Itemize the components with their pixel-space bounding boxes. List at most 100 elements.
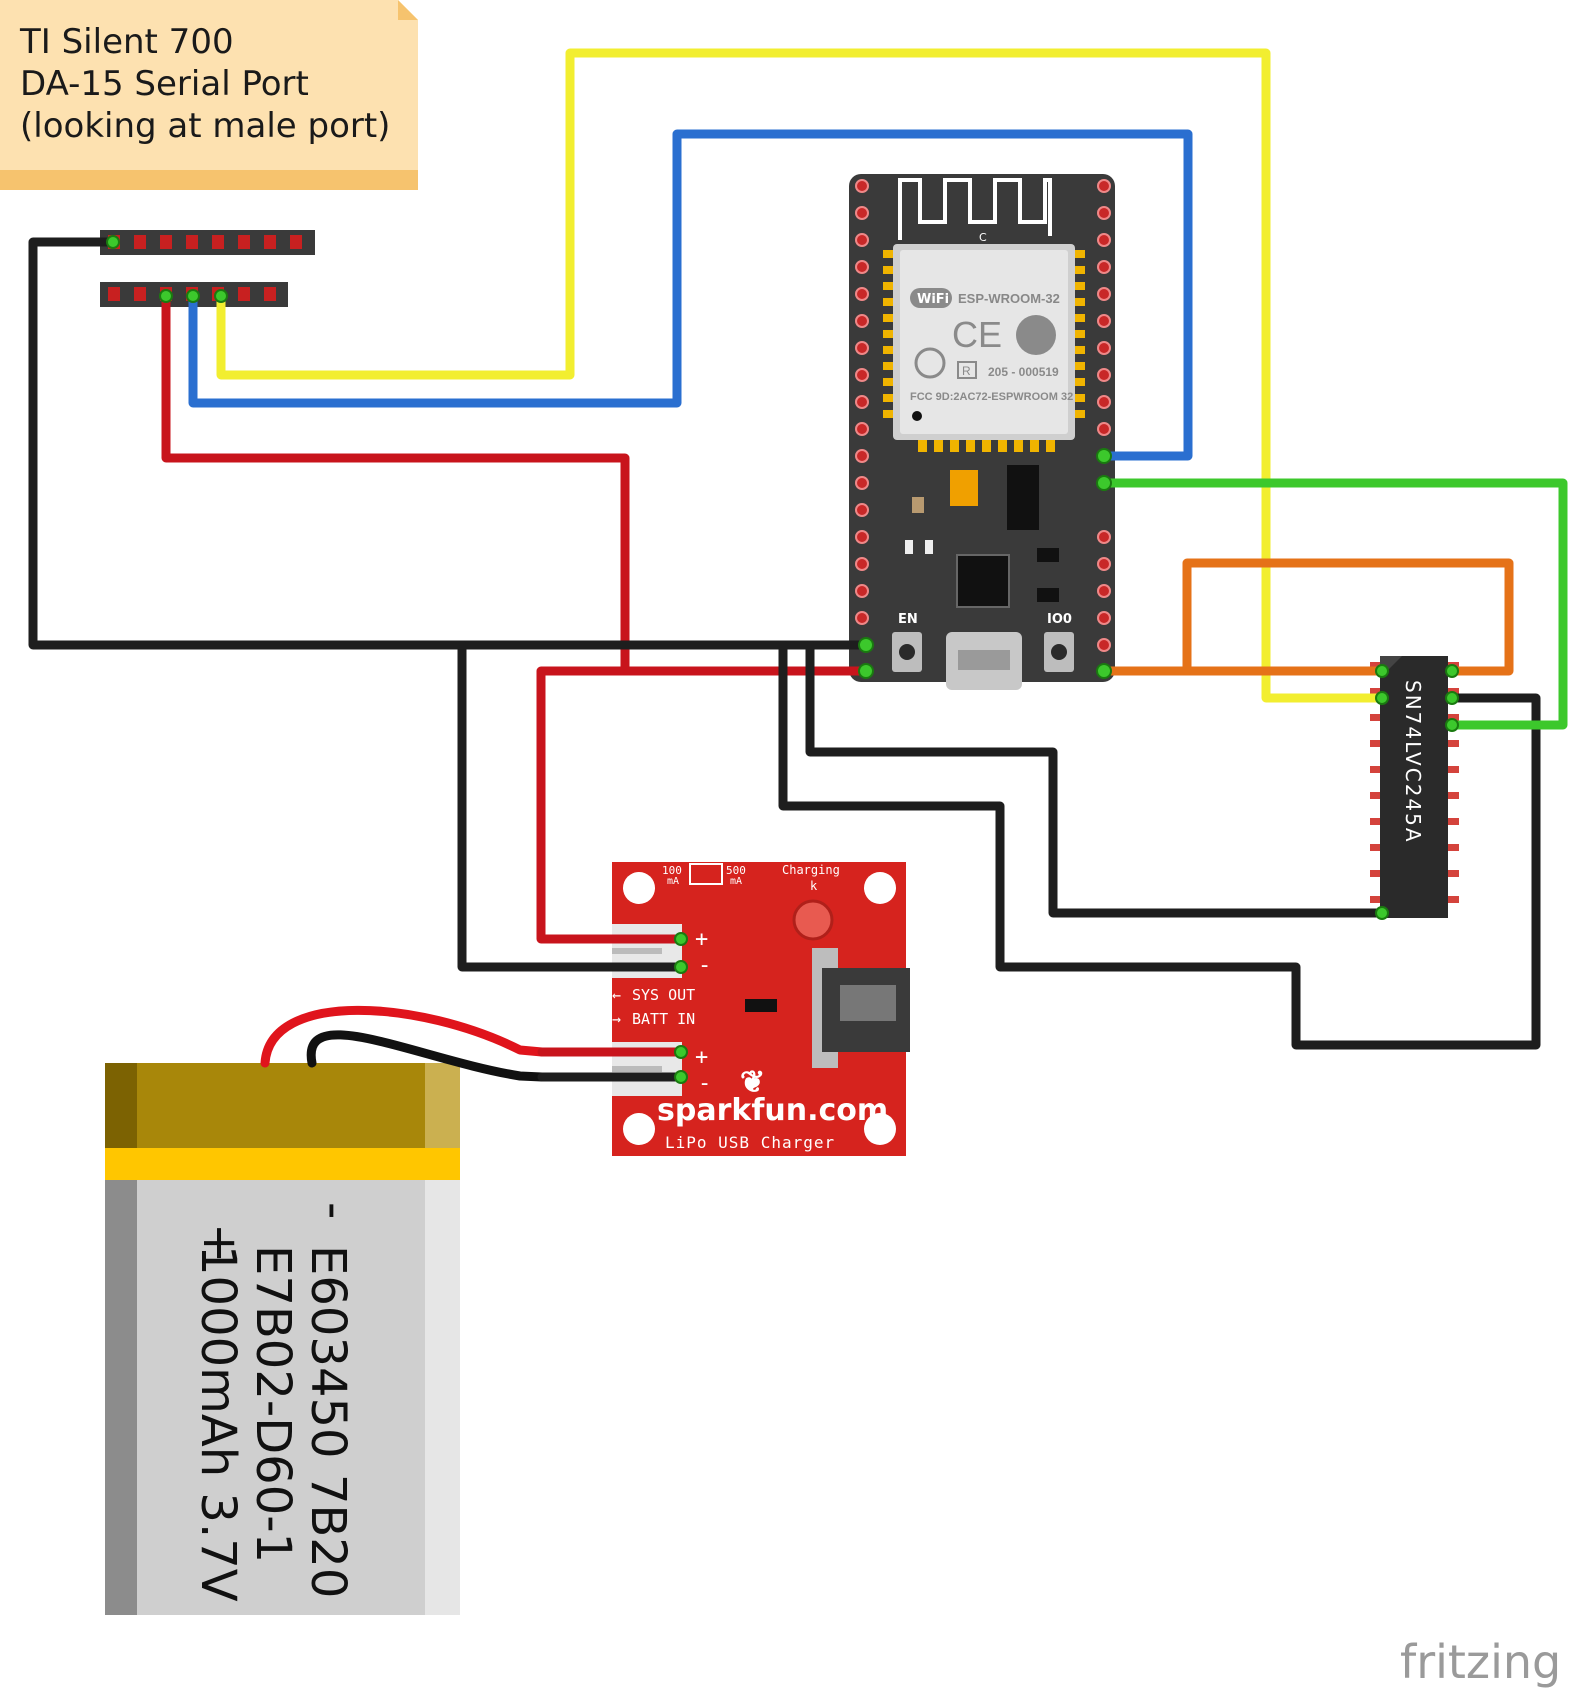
brand-label: sparkfun.com — [657, 1093, 888, 1128]
note-line-1: TI Silent 700 — [19, 22, 234, 62]
module-castellations — [883, 250, 1085, 452]
current-low-label: 100 — [662, 864, 682, 877]
regulator-ic — [1007, 465, 1039, 530]
battery-cap-shade — [105, 1063, 137, 1148]
smd-led-1 — [905, 540, 913, 554]
r-mark: R — [962, 364, 971, 378]
battery-black-lead — [306, 1030, 547, 1082]
batt-plus: + — [695, 1045, 708, 1070]
smd-led-2 — [925, 540, 933, 554]
marker-esp-rx — [1096, 448, 1112, 464]
battery-line-3: 1000mAh 3.7V — [190, 1245, 246, 1602]
current-high-unit: mA — [730, 876, 742, 887]
note-line-3: (looking at male port) — [20, 106, 390, 146]
battery-body-light — [425, 1158, 460, 1615]
sys-out-jst-slot — [612, 948, 662, 954]
charger-ic — [745, 999, 777, 1012]
current-low-unit: mA — [667, 876, 679, 887]
battery-line-2: E7B02-D60-1 — [245, 1245, 301, 1563]
esp32-board: C WiFi ESP-WROOM-32 CE R 205 - 000519 FC… — [849, 174, 1115, 690]
wire-blue — [188, 129, 1193, 461]
antenna-mark: C — [979, 231, 987, 244]
fritzing-logo: fritzing — [1400, 1635, 1561, 1689]
wire-black-sn74-oe — [805, 640, 1387, 918]
wire-red-da15 — [161, 291, 871, 676]
current-high-label: 500 — [726, 864, 746, 877]
battery-plus: + — [192, 1223, 248, 1263]
wire-black-sn74-gnd — [778, 640, 1541, 1050]
battery-cap-light — [425, 1063, 460, 1148]
antenna-trace — [898, 178, 1052, 240]
marker-sys-plus — [674, 932, 688, 946]
battery-band — [105, 1148, 460, 1180]
charging-led — [792, 899, 834, 941]
espressif-logo-icon — [1016, 315, 1056, 355]
marker-sn74-b1 — [1445, 718, 1459, 732]
sys-out-arrow-icon: ← — [612, 986, 621, 1004]
en-label: EN — [898, 612, 918, 627]
wire-black-da15 — [28, 237, 871, 650]
mini-usb-slot — [840, 985, 896, 1021]
fcc-id: FCC 9D:2AC72-ESPWROOM 32 — [910, 391, 1073, 403]
en-button-cap — [899, 644, 915, 660]
wire-yellow — [216, 48, 1387, 703]
wifi-badge: WiFi — [917, 292, 949, 307]
mount-hole-tr — [864, 872, 896, 904]
marker-batt-minus — [674, 1070, 688, 1084]
marker-sn74-gnd — [1375, 906, 1389, 920]
lipo-charger-board: 100 mA 500 mA Charging k + - ← SYS OUT →… — [612, 862, 910, 1156]
connection-markers — [106, 235, 1459, 1084]
current-jumper[interactable] — [689, 863, 723, 885]
ce-mark: CE — [952, 314, 1002, 355]
marker-sn74-oe — [1445, 691, 1459, 705]
marker-esp-5v — [858, 663, 874, 679]
r-mark-box — [957, 361, 977, 379]
wifi-logo-icon — [910, 288, 952, 308]
battery-cap — [105, 1063, 460, 1148]
smd-transistor-1 — [1037, 548, 1059, 562]
sticky-note: TI Silent 700 DA-15 Serial Port (looking… — [0, 0, 418, 190]
marker-da15-yellow — [214, 289, 228, 303]
lipo-battery: + - E603450 7B20 E7B02-D60-1 1000mAh 3.7… — [105, 1063, 460, 1615]
esp32-right-pins — [1097, 179, 1111, 652]
wires — [28, 48, 1568, 1082]
sn74-part-number: SN74LVC245A — [1401, 680, 1425, 844]
io0-label: IO0 — [1047, 612, 1072, 627]
da15-row-top — [100, 230, 315, 255]
marker-esp-3v3 — [1096, 663, 1112, 679]
batt-in-label: BATT IN — [632, 1010, 695, 1028]
sn74-left-pins — [1370, 662, 1382, 903]
sys-out-label: SYS OUT — [632, 986, 695, 1004]
sys-plus: + — [695, 927, 708, 952]
wire-black-charger — [457, 640, 686, 972]
marker-sys-minus — [674, 960, 688, 974]
marker-batt-plus — [674, 1045, 688, 1059]
mount-hole-bl — [623, 1113, 655, 1145]
mount-hole-br — [864, 1113, 896, 1145]
marker-da15-gnd — [106, 235, 120, 249]
batt-in-arrow-icon: → — [612, 1010, 621, 1028]
io0-button-cap — [1051, 644, 1067, 660]
da15-connector — [100, 230, 315, 307]
marker-da15-red — [159, 289, 173, 303]
module-name: ESP-WROOM-32 — [958, 291, 1060, 306]
regulator-cap — [950, 470, 978, 506]
mount-hole-tl — [623, 872, 655, 904]
batt-minus: - — [698, 1071, 711, 1096]
marker-sn74-dir — [1375, 664, 1389, 678]
cert-number: 205 - 000519 — [988, 365, 1059, 379]
battery-red-lead — [260, 1005, 547, 1068]
cert-logo-icon — [914, 347, 946, 379]
sn74-body — [1380, 656, 1448, 918]
sys-minus: - — [698, 953, 711, 978]
batt-in-jst-slot — [612, 1066, 662, 1072]
micro-usb-slot — [958, 650, 1010, 670]
product-label: LiPo USB Charger — [665, 1133, 835, 1152]
marker-sn74-vcc — [1445, 664, 1459, 678]
battery-minus: - — [306, 1202, 362, 1219]
marker-sn74-a1 — [1375, 691, 1389, 705]
wire-green — [1099, 478, 1568, 730]
da15-top-pins — [108, 235, 302, 249]
note-line-2: DA-15 Serial Port — [20, 64, 309, 104]
battery-body — [105, 1158, 460, 1615]
